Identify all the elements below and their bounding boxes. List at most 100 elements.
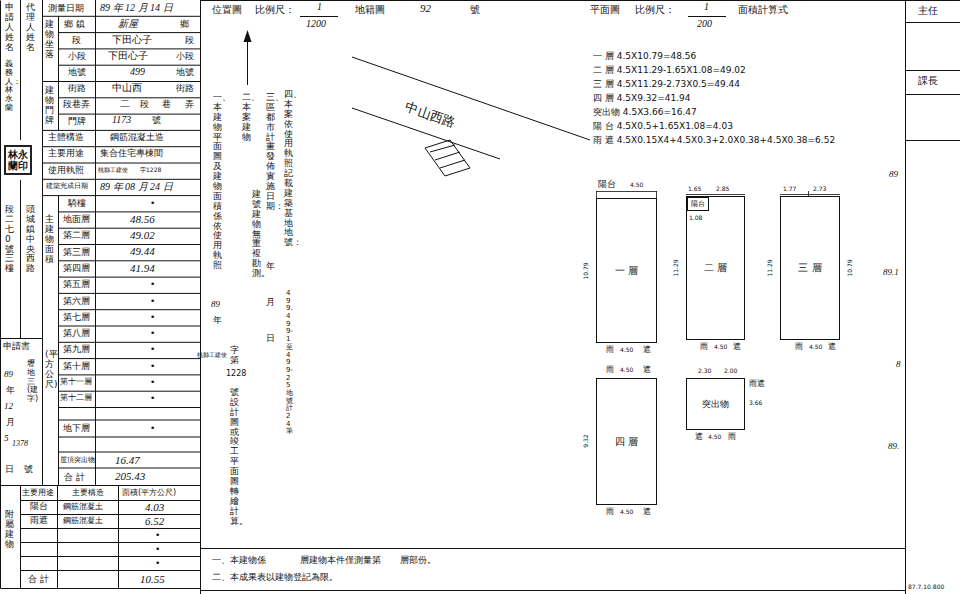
table-cell: 日 <box>5 465 14 474</box>
table-cell: 中山西 <box>112 83 142 93</box>
note-text: 桃縣工建使 <box>197 352 227 358</box>
table-cell: 49.44 <box>130 246 155 257</box>
table-cell: • <box>150 329 155 338</box>
header-text: 平面圖 <box>590 5 620 15</box>
table-cell: 49.02 <box>130 230 155 241</box>
dimension-label: 遮 <box>643 508 651 516</box>
note-text: 層建物本件僅測量第 <box>300 556 381 565</box>
table-cell: 89 <box>4 370 13 379</box>
table-cell: • <box>155 531 160 540</box>
table-cell: 建築完成日期 <box>46 183 88 190</box>
area-formula: 雨 遮 4.5X0.15X4+4.5X0.3+2.0X0.38+4.5X0.38… <box>593 136 835 145</box>
table-cell: 鄉 <box>180 20 189 29</box>
table-cell: 第九層 <box>63 345 90 354</box>
table-cell: • <box>155 559 160 568</box>
table-cell: 鋼筋混凝土 <box>63 503 103 511</box>
note-text: 四、本案依使用執照記載建築基地地號： <box>284 90 293 248</box>
table-cell: 街路 <box>68 84 86 93</box>
table-cell: • <box>150 394 155 403</box>
dimension-label: 遮 <box>828 343 836 351</box>
table-cell: 10.55 <box>140 574 165 585</box>
table-cell: 89 年 12 月 14 日 <box>100 3 173 13</box>
dimension-label: 陽台 <box>598 180 616 189</box>
table-cell: 地號 <box>68 68 86 77</box>
dimension-label: 雨 <box>606 508 614 516</box>
table-cell: 下田心子 <box>108 51 148 61</box>
floor-plan-box: 一 層 <box>596 198 657 343</box>
table-cell: 頭城鎮中央西路 <box>26 205 35 274</box>
table-cell: 年 <box>6 386 15 395</box>
dimension-label: 4.50 <box>809 344 822 350</box>
table-cell: (平方公尺) <box>45 350 54 390</box>
table-cell: 陽台 <box>30 502 48 511</box>
dimension-label: 4.50 <box>714 344 727 350</box>
table-cell: 16.47 <box>115 455 140 466</box>
table-cell: 桃縣工建使 <box>98 167 128 173</box>
table-cell: 12 <box>4 402 13 411</box>
note-text: 一、本建物平面圖及建物面積係依使用執照 <box>213 93 222 271</box>
table-cell: 巷 <box>162 100 171 109</box>
table-cell: 地面層 <box>63 215 90 224</box>
dimension-label: 2.00 <box>724 368 737 374</box>
floor-label: 陽台 <box>691 201 705 208</box>
table-cell: 小段 <box>68 52 86 61</box>
floor-label: 三 層 <box>798 263 821 273</box>
table-cell: 面積(平方公尺) <box>122 489 176 497</box>
table-cell: 雨遮 <box>30 516 48 525</box>
table-cell: 主要構造 <box>72 489 104 497</box>
dimension-label: 11.29 <box>767 259 773 276</box>
table-cell: 第二層 <box>63 231 90 240</box>
table-cell: 門牌 <box>68 117 86 126</box>
table-cell: 號 <box>152 116 161 125</box>
table-cell: 1378 <box>12 440 28 448</box>
table-cell: 鋼筋混凝土 <box>63 517 103 525</box>
table-cell: 地下層 <box>63 424 90 433</box>
dimension-label: 遮 <box>643 366 651 374</box>
note-text: 一、本建物係 <box>212 556 266 565</box>
table-cell: 建物門牌 <box>45 86 54 126</box>
road-name: 中山西路 <box>404 100 457 129</box>
note-text: 89 <box>211 300 220 309</box>
table-cell: 499 <box>130 67 145 77</box>
header-text: 號 <box>470 5 480 15</box>
dimension-label: 9.32 <box>583 434 589 447</box>
table-cell: 第十一層 <box>60 378 92 386</box>
dimension-label: 1.08 <box>689 215 702 221</box>
table-cell: 字1228 <box>140 167 161 173</box>
note-text: 日 <box>266 334 275 344</box>
table-cell: 第四層 <box>63 264 90 273</box>
floor-label: 二 層 <box>704 263 727 273</box>
header-text: 1200 <box>306 19 326 29</box>
margin-text: 89.1 <box>883 268 899 277</box>
table-cell: 段巷弄 <box>63 100 90 109</box>
table-cell: 合 計 <box>28 575 49 584</box>
dimension-label: 雨 <box>606 366 614 374</box>
dimension-label: 遮 <box>733 343 741 351</box>
dimension-label: 2.73 <box>813 186 826 192</box>
note-text: 號設計圖或竣工平面圖轉繪計算。 <box>230 388 239 526</box>
header-text: 位置圖 <box>212 5 242 15</box>
table-cell: 主建物面積 <box>45 215 54 264</box>
margin-text: 主任 <box>918 6 938 16</box>
north-arrow-head <box>244 30 252 42</box>
note-text: 層部份。 <box>400 556 436 565</box>
table-cell: 段 <box>140 100 149 109</box>
area-formula: 突出物 4.5X3.66=16.47 <box>593 108 697 117</box>
table-cell: 新屋 <box>118 19 138 29</box>
table-cell: 205.43 <box>115 471 145 482</box>
floor-plan-box: 二 層 陽台 <box>686 196 745 340</box>
table-cell: 下田心子 <box>112 35 152 45</box>
dimension-label: 雨遮 <box>749 380 765 388</box>
note-text: 二、本案建物 <box>242 93 251 142</box>
margin-text: 87.7.10.800 <box>908 584 944 590</box>
table-cell: 申請人姓名 <box>5 3 14 52</box>
note-text: 499.499-1至499-25地號計24筆 <box>286 290 293 436</box>
table-cell: 騎樓 <box>68 199 86 208</box>
seal-stamp: 林永蘭印 <box>4 145 32 175</box>
table-cell: 4.03 <box>145 502 164 513</box>
table-cell: 壢地三(建字) <box>27 360 35 404</box>
table-cell: 主要用途 <box>48 149 84 158</box>
table-cell: 段 <box>72 36 81 45</box>
table-cell: 建物坐落 <box>45 20 54 60</box>
note-text: 年 <box>266 262 275 272</box>
